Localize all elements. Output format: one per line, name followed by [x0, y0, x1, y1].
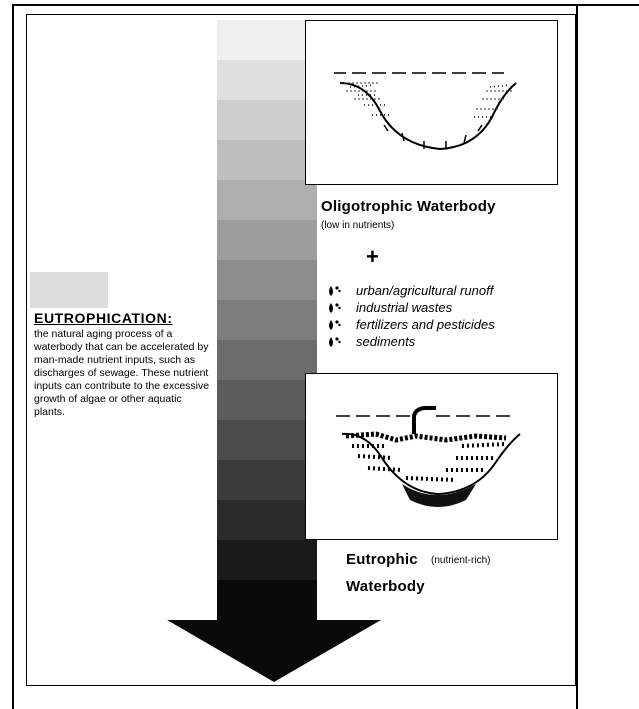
arrow-band	[217, 540, 317, 581]
arrow-band	[217, 220, 317, 261]
oligotrophic-illustration	[305, 20, 558, 185]
arrow-band	[217, 340, 317, 381]
outer-frame-divider	[576, 4, 578, 709]
arrow-band	[217, 60, 317, 101]
arrow-band	[217, 260, 317, 301]
arrow-band	[217, 460, 317, 501]
outer-frame-top	[12, 4, 639, 6]
arrow-band	[217, 580, 317, 621]
droplets-icon	[329, 302, 341, 313]
list-item: industrial wastes	[326, 299, 495, 316]
plus-sign: +	[366, 244, 379, 269]
arrow-band	[217, 500, 317, 541]
oligotrophic-lake-drawing	[334, 72, 517, 151]
oligotrophic-subtitle: (low in nutrients)	[321, 220, 395, 231]
outer-frame-left	[12, 4, 14, 709]
list-item: sediments	[326, 333, 495, 350]
arrow-shaft	[217, 20, 317, 621]
list-item: fertilizers and pesticides	[326, 316, 495, 333]
eutrophic-illustration	[305, 373, 558, 540]
input-label: urban/agricultural runoff	[356, 283, 494, 298]
arrow-band	[217, 180, 317, 221]
droplets-icon	[329, 319, 341, 330]
eutrophic-title-line2: Waterbody	[346, 578, 425, 595]
eutrophic-qualifier: (nutrient-rich)	[431, 555, 491, 566]
arrow-band	[217, 20, 317, 61]
input-label: fertilizers and pesticides	[356, 317, 495, 332]
eutrophication-definition: the natural aging process of a waterbody…	[34, 328, 210, 418]
input-label: industrial wastes	[356, 300, 453, 315]
arrow-band	[217, 100, 317, 141]
arrow-band	[217, 140, 317, 181]
list-item: urban/agricultural runoff	[326, 282, 495, 299]
droplets-icon	[329, 336, 341, 347]
oligotrophic-title: Oligotrophic Waterbody	[321, 198, 496, 215]
eutrophic-lake-drawing	[336, 406, 521, 507]
arrow-band	[217, 420, 317, 461]
input-label: sediments	[356, 334, 416, 349]
nutrient-inputs-list: urban/agricultural runoff industrial was…	[326, 282, 495, 350]
figure-frame	[26, 14, 576, 686]
eutrophication-title: EUTROPHICATION:	[34, 310, 173, 326]
background-square	[30, 272, 108, 308]
arrow-band	[217, 380, 317, 421]
arrow-head	[167, 620, 381, 682]
eutrophic-title: Eutrophic	[346, 551, 418, 568]
droplets-icon	[329, 285, 341, 296]
arrow-band	[217, 300, 317, 341]
